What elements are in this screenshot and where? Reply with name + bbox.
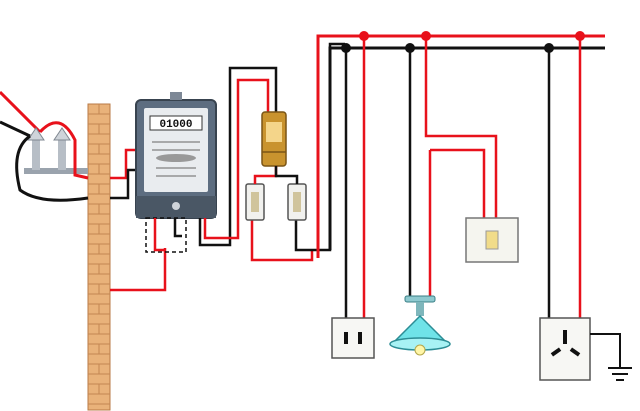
pendant-lamp-icon <box>389 295 451 356</box>
wall-switch-icon <box>465 217 519 263</box>
energy-meter-icon: 01000 <box>135 92 217 219</box>
fuse-holder-left <box>245 183 265 221</box>
meter-terminal-box <box>145 217 187 253</box>
fuse-holder-right <box>287 183 307 221</box>
wall-socket-2pin-icon <box>331 317 375 359</box>
ground-symbol-icon <box>590 333 632 381</box>
brick-wall <box>87 103 111 411</box>
bus-lines <box>316 34 605 258</box>
service-wires <box>110 148 167 292</box>
fuse-icon <box>261 111 287 167</box>
wall-socket-3pin-icon <box>539 317 591 381</box>
meter-reading: 01000 <box>159 119 192 131</box>
branch-wires <box>344 36 582 318</box>
service-entrance <box>0 90 89 202</box>
